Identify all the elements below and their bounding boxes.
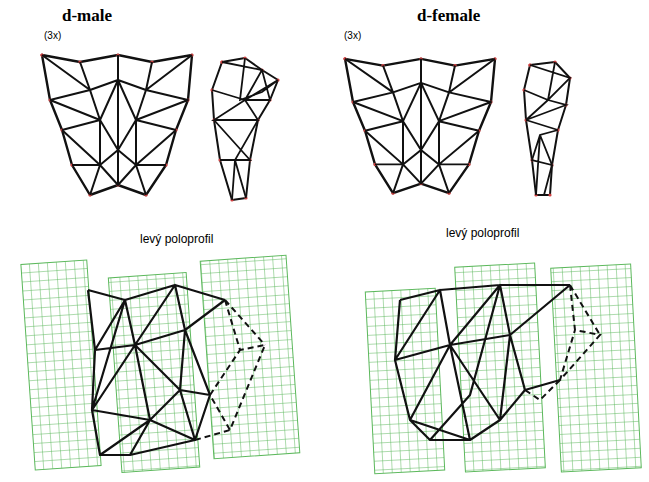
- view-caption: levý poloprofil: [446, 226, 519, 240]
- figure-heading: d-female: [417, 6, 480, 26]
- figure-heading: d-male: [62, 6, 112, 26]
- magnification-note: (3x): [344, 30, 361, 41]
- magnification-note: (3x): [44, 30, 61, 41]
- view-caption: levý poloprofil: [140, 232, 213, 246]
